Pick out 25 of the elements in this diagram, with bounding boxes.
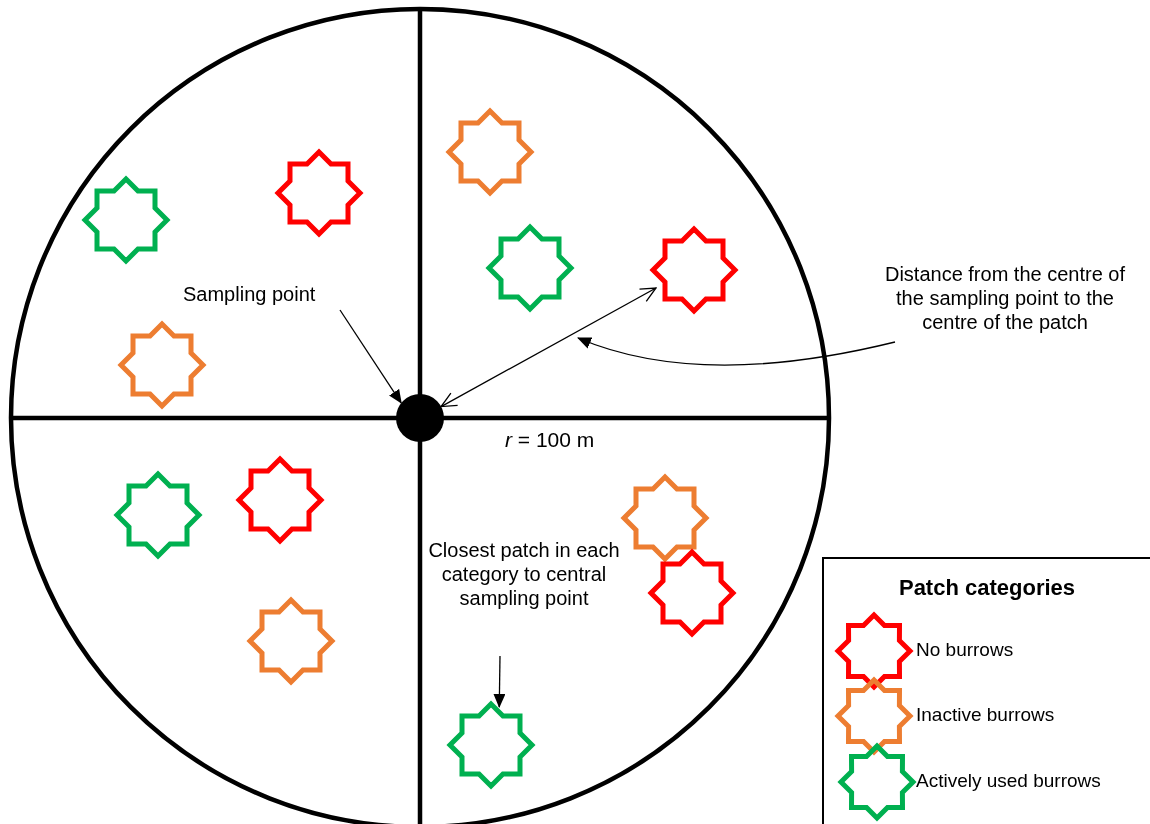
sampling-point-dot xyxy=(396,394,444,442)
patch-star xyxy=(486,224,574,312)
annotation-text: Sampling point xyxy=(183,282,351,306)
patch-star xyxy=(648,549,736,637)
legend-label: Actively used burrows xyxy=(916,770,1101,792)
legend-label: No burrows xyxy=(916,639,1014,661)
arrow xyxy=(339,309,402,404)
patch-star xyxy=(118,321,206,409)
patch-star xyxy=(247,597,335,685)
patch-star xyxy=(446,108,534,196)
patch-star xyxy=(621,474,709,562)
patch-star xyxy=(447,701,535,789)
legend-title: Patch categories xyxy=(897,575,1077,601)
legend-label: Inactive burrows xyxy=(916,704,1055,726)
arrow xyxy=(577,337,896,366)
patch-star xyxy=(82,176,170,264)
arrow xyxy=(493,655,506,708)
radius-label: r = 100 m xyxy=(505,428,595,452)
patch-star xyxy=(114,471,202,559)
patch-star xyxy=(650,226,738,314)
patch-star xyxy=(275,149,363,237)
arrow xyxy=(440,287,657,408)
annotation-text: Distance from the centre of the sampling point to the centre of the patch xyxy=(880,262,1130,334)
patch-star xyxy=(236,456,324,544)
annotation-text: Closest patch in each category to central sampling point xyxy=(428,538,620,610)
